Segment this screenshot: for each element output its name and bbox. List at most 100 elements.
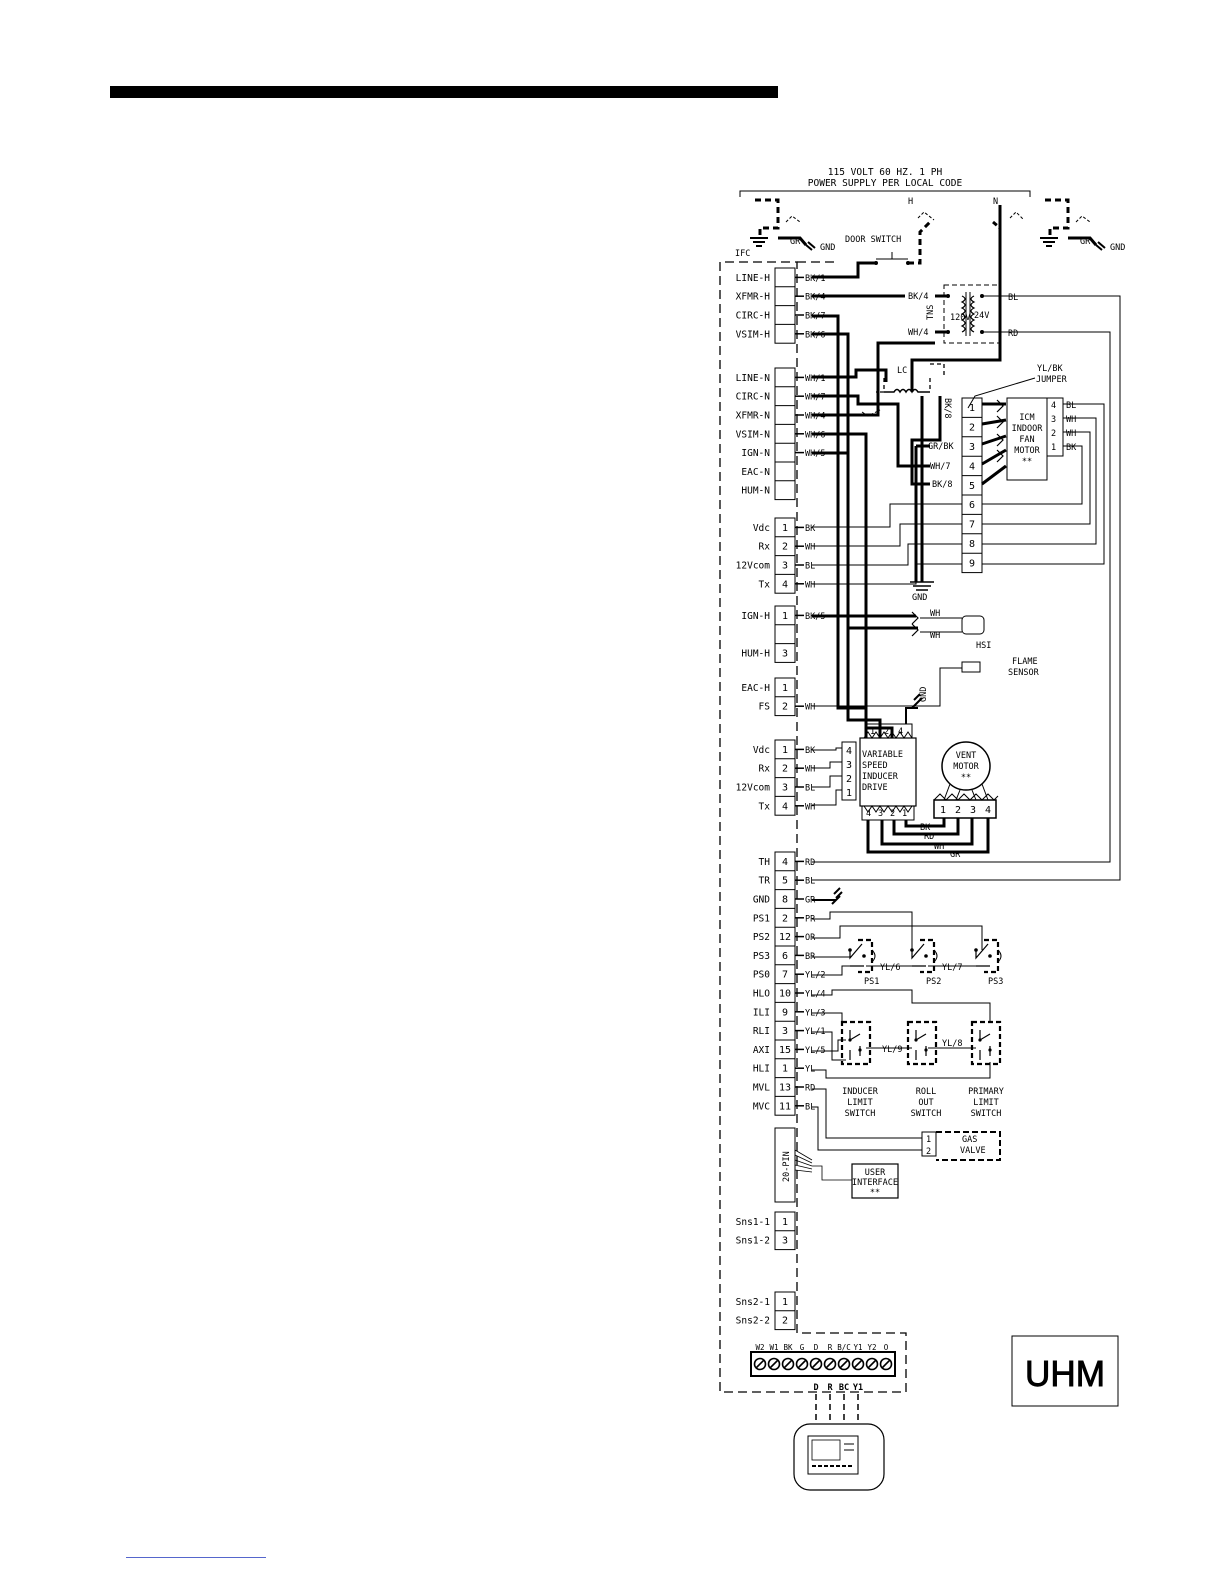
ifc-pin-label: XFMR-N (736, 411, 771, 422)
ifc-pin-label: IGN-H (741, 611, 770, 622)
line-choke (884, 388, 930, 394)
ifc-wire-label: BL (805, 877, 815, 887)
ground-left-gnd: GND (820, 243, 835, 253)
ifc-wire-label: RD (805, 858, 815, 868)
terminal-label: B/C (837, 1343, 851, 1352)
jumper-label-1: YL/BK (1037, 364, 1063, 374)
ifc-pin-number: 1 (782, 1297, 788, 1308)
terminal-screw (767, 1357, 781, 1371)
uhm-label: UHM (1025, 1353, 1105, 1394)
inducer-label-1: VARIABLE (862, 750, 903, 760)
user-interface-label-1: USER (865, 1168, 886, 1178)
inducer-label-2: SPEED (862, 761, 888, 771)
ifc-pin-number: 6 (782, 951, 788, 962)
ps-wire-yl6: YL/6 (880, 963, 900, 973)
terminal-label: D (814, 1343, 819, 1352)
ifc-wire-label: RD (805, 1084, 815, 1094)
door-switch (812, 211, 935, 279)
jumper-label-2: JUMPER (1036, 375, 1068, 385)
ifc-pin-label: Sns2-2 (736, 1316, 770, 1327)
ifc-pin-number: 2 (782, 542, 788, 553)
ifc-wire-label: BK (805, 746, 816, 756)
terminal-label: O (884, 1343, 889, 1352)
ifc-wire-label: YL/5 (805, 1046, 825, 1056)
gas-valve-label-2: VALVE (960, 1146, 986, 1156)
ifc-pin-label: MVL (753, 1083, 770, 1094)
icm-label-1: ICM (1019, 413, 1034, 423)
limit1-label-2: LIMIT (847, 1098, 873, 1108)
icm-pin-1: 1 (1051, 443, 1056, 453)
ifc-pin-number: 7 (782, 970, 788, 981)
strip-wire-label: WH/7 (930, 462, 950, 472)
ifc-pin-label: HUM-H (741, 649, 770, 660)
thermostat-lead-label: D (813, 1383, 818, 1393)
limit1-label-1: INDUCER (842, 1087, 879, 1097)
ifc-pin-label: PS0 (753, 970, 770, 981)
ifc-pin-label: Rx (759, 542, 771, 553)
terminal-screw (753, 1357, 767, 1371)
strip-wire-label: WH/4 (908, 328, 928, 338)
ifc-pin-label: ILI (753, 1007, 770, 1018)
icm-pin-3: 3 (1051, 415, 1056, 425)
limit-wire-yl9: YL/9 (882, 1045, 902, 1055)
terminal-label: W1 (769, 1343, 778, 1352)
ifc-pin-number: 4 (782, 579, 788, 590)
ifc-pin-number: 10 (779, 989, 791, 1000)
strip-ground-label: GND (912, 593, 927, 603)
ground-left-gr: GR (790, 237, 801, 247)
hsi-label: HSI (976, 641, 991, 651)
thermostat (793, 1423, 885, 1491)
ifc-pin-number: 8 (782, 895, 788, 906)
ifc-pin-number: 1 (782, 1064, 788, 1075)
inducer-drive: 1 2 4 4 3 2 1 4 3 2 1 VARIABLE SPEED IND… (841, 687, 929, 821)
ifc-wire-label: GR (805, 896, 816, 906)
icm-wire-label: WH (1066, 429, 1076, 439)
terminal-screw (809, 1357, 823, 1371)
ifc-pin-label: VSIM-N (736, 429, 771, 440)
vent-pin-2: 2 (955, 805, 961, 816)
gas-valve-pin-2: 2 (926, 1147, 931, 1157)
thermostat-lead-label: R (827, 1383, 833, 1393)
ifc-pin-label: Sns1-2 (736, 1236, 770, 1247)
uhm-box (1011, 1335, 1119, 1407)
gas-valve-label-1: GAS (962, 1135, 977, 1145)
ifc-pin-label: RLI (753, 1026, 770, 1037)
user-interface-label-2: INTERFACE (852, 1178, 898, 1188)
inducer-motor-wiring (866, 818, 990, 854)
twenty-pin-label: 20-PIN (782, 1151, 792, 1182)
ifc-wire-label: BR (805, 952, 816, 962)
ifc-pin-number: 2 (782, 913, 788, 924)
lc-label: LC (897, 366, 907, 376)
ifc-wire-label: BK (805, 524, 816, 534)
ifc-pin-label: TR (759, 876, 771, 887)
jumper-bk8: BK/8 (942, 398, 952, 418)
ifc-pin-number: 1 (782, 683, 788, 694)
terminal-label: R (828, 1343, 833, 1352)
transformer: 120V 24V TNS (926, 284, 1001, 344)
ifc-pin-number: 1 (782, 523, 788, 534)
ground-left: GR GND (750, 198, 835, 253)
pressure-switch-symbols (848, 938, 1002, 974)
ifc-wire-label: BK/5 (805, 612, 825, 622)
ifc-wire-label: BK/1 (805, 274, 825, 284)
ifc-connector-1 (774, 367, 796, 501)
ifc-pin-number: 1 (782, 611, 788, 622)
ifc-pin-label: LINE-H (736, 273, 771, 284)
limit3-label-3: SWITCH (971, 1109, 1002, 1119)
ifc-pin-label: XFMR-H (736, 292, 771, 303)
power-supply-line2: POWER SUPPLY PER LOCAL CODE (808, 178, 963, 189)
limit-wire-yl8: YL/8 (942, 1039, 962, 1049)
icm-wire-label: BL (1066, 401, 1076, 411)
neutral-supply-wire (910, 205, 1002, 392)
flame-sensor-label-2: SENSOR (1008, 668, 1040, 678)
strip-wire-label: BK/8 (932, 480, 952, 490)
gas-valve: 1 2 GAS VALVE (812, 1088, 1001, 1161)
ifc-wire-label: WH/5 (805, 449, 825, 459)
ps-label-2: PS2 (926, 977, 941, 987)
ifc-pin-label: Sns1-1 (736, 1217, 771, 1228)
vent-motor-label-1: VENT (956, 751, 976, 761)
neutral-label: N (993, 197, 998, 207)
ifc-power-wiring (812, 294, 948, 738)
